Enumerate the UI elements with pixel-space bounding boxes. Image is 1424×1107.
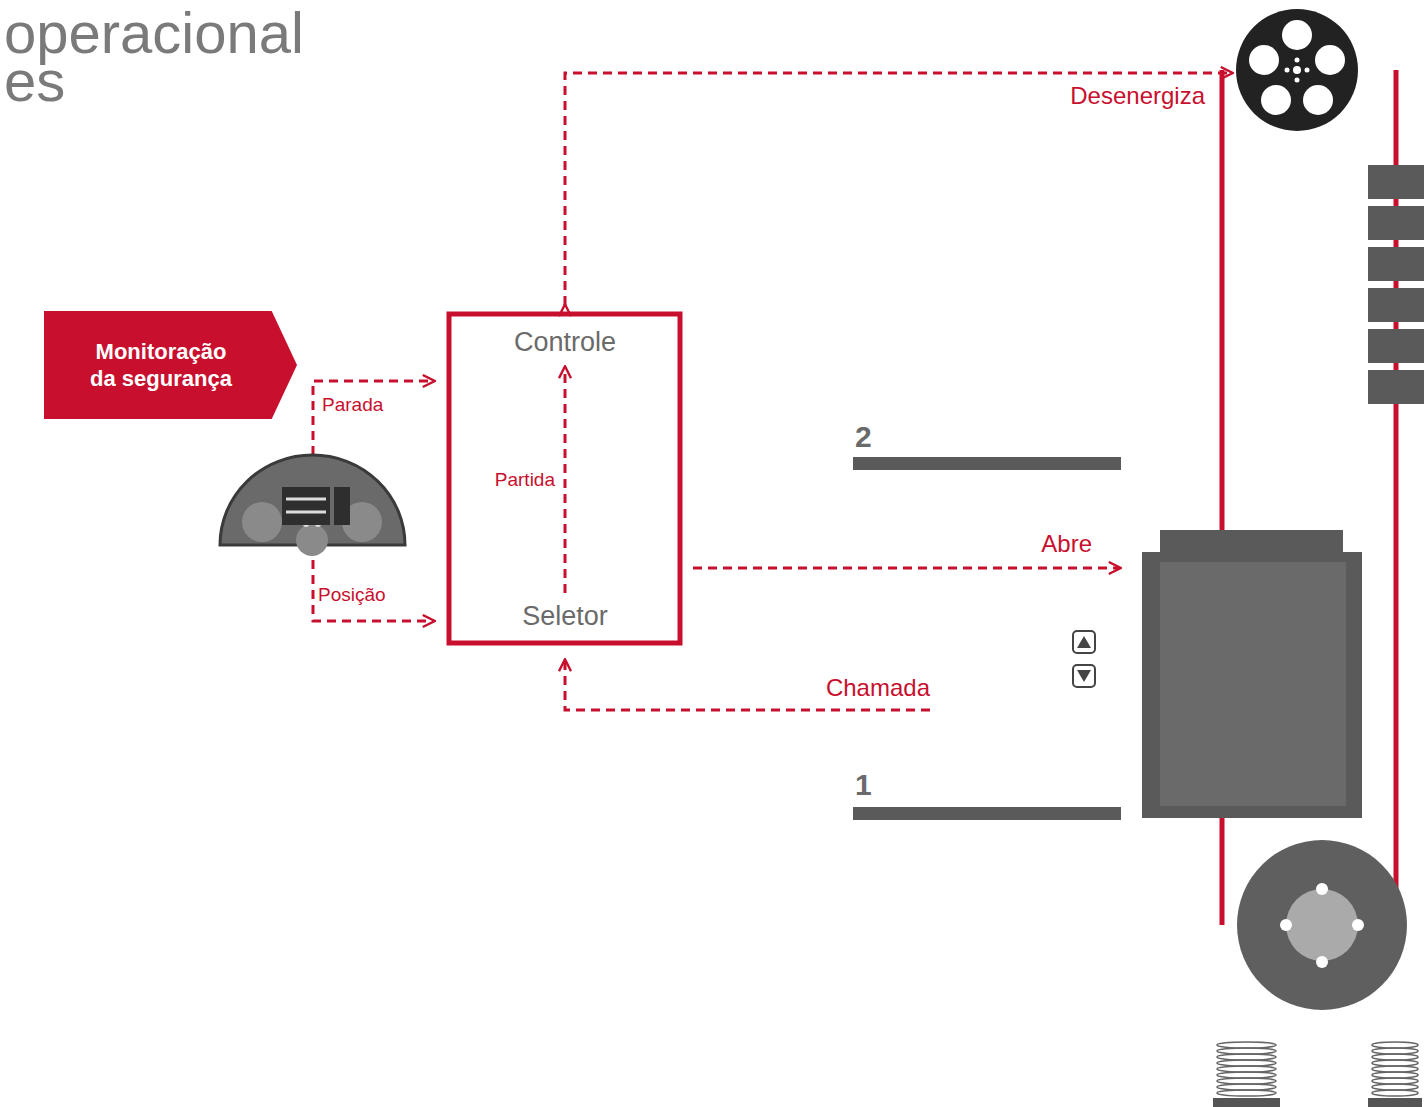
monitor-box: Monitoração da segurança [44,311,297,419]
signal-desenergiza [565,73,1232,305]
signal-abre [693,567,1120,570]
signal-parada [313,381,434,455]
signal-posicao [313,545,434,621]
selector-block: Seletor [516,597,614,637]
controller-block: Controle [508,323,623,363]
elevator-car [1142,530,1362,818]
floor-line [853,457,1121,470]
signal-chamada [565,660,930,710]
floor-line [853,807,1121,820]
signal-label: Posição [318,584,386,606]
call-buttons [1073,631,1095,687]
node-text: Monitoração da segurança [85,338,237,393]
node-text: Controle [514,326,616,360]
node-text: Seletor [522,600,608,634]
signal-connector [564,367,567,593]
pentagon-shape [44,311,297,419]
controller-frame [449,314,680,643]
counterweight [1368,165,1424,404]
edge-label: Partida [495,469,555,491]
floor-number: 1 [855,768,872,803]
counterweight-block [1368,165,1424,199]
buffer-springs [1213,1042,1422,1107]
counterweight-block [1368,206,1424,240]
counterweight-block [1368,370,1424,404]
motor-icon [220,455,405,556]
counterweight-block [1368,288,1424,322]
tension-sheave [1237,840,1407,1010]
signal-label: Desenergiza [1070,82,1205,110]
floor-number: 2 [855,420,872,455]
title-fragment: es [4,48,65,115]
counterweight-block [1368,329,1424,363]
signal-lines [313,73,1232,710]
signal-label: Abre [1041,530,1092,558]
counterweight-block [1368,247,1424,281]
signal-label: Parada [322,394,383,416]
signal-label: Chamada [826,674,930,702]
drive-sheave [1236,9,1358,131]
